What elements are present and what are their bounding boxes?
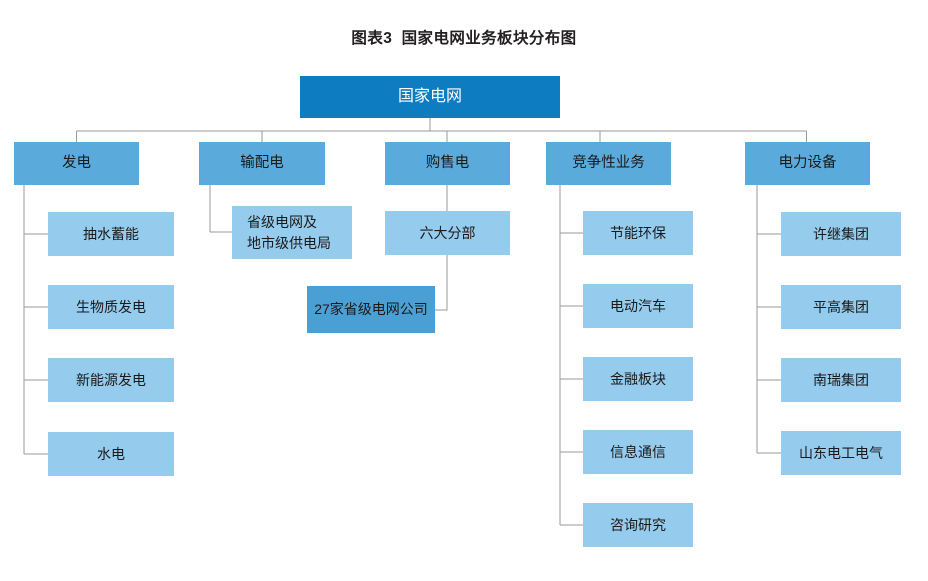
node-information-communication[interactable]: 信息通信	[583, 430, 693, 474]
node-provincial-municipal-grid[interactable]: 省级电网及 地市级供电局	[232, 206, 352, 259]
page-title: 图表3 国家电网业务板块分布图	[351, 30, 577, 47]
node-consulting-research[interactable]: 咨询研究	[583, 503, 693, 547]
node-branch-transmission-distribution[interactable]: 输配电	[199, 142, 325, 185]
node-new-energy-power[interactable]: 新能源发电	[48, 358, 174, 402]
node-shandong-electrical[interactable]: 山东电工电气	[781, 431, 901, 475]
node-pumped-storage[interactable]: 抽水蓄能	[48, 212, 174, 256]
node-pinggao-group[interactable]: 平高集团	[781, 285, 901, 329]
node-root-state-grid[interactable]: 国家电网	[300, 76, 560, 118]
node-six-regional-branches[interactable]: 六大分部	[385, 211, 510, 255]
node-branch-purchase-sale[interactable]: 购售电	[385, 142, 510, 185]
node-branch-power-generation[interactable]: 发电	[14, 142, 139, 185]
node-electric-vehicle[interactable]: 电动汽车	[583, 284, 693, 328]
node-xuji-group[interactable]: 许继集团	[781, 212, 901, 256]
node-branch-power-equipment[interactable]: 电力设备	[745, 142, 870, 185]
node-hydropower[interactable]: 水电	[48, 432, 174, 476]
node-financial-sector[interactable]: 金融板块	[583, 357, 693, 401]
node-biomass-power[interactable]: 生物质发电	[48, 285, 174, 329]
node-27-provincial-grid-companies[interactable]: 27家省级电网公司	[307, 286, 435, 333]
node-branch-competitive-business[interactable]: 竞争性业务	[546, 142, 671, 185]
node-nari-group[interactable]: 南瑞集团	[781, 358, 901, 402]
node-energy-saving-environmental[interactable]: 节能环保	[583, 211, 693, 255]
